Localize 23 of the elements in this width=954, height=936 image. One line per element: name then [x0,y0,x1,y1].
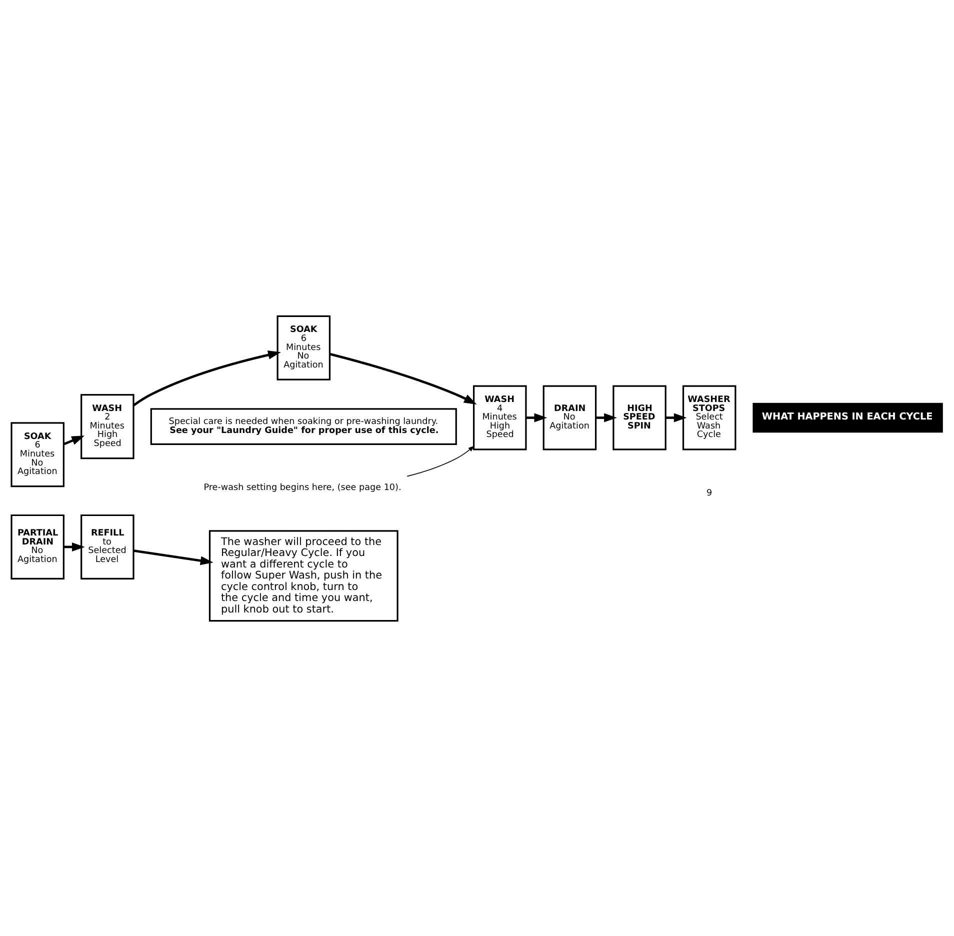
node-box: WHAT HAPPENS IN EACH CYCLE [752,402,943,432]
node-box: WASH 2 Minutes High Speed [80,394,134,459]
node-box: The washer will proceed to the Regular/Heavy Cycle. If you want a different cycle to follow Super Wash, push in the cycle control knob, turn to the cycle and time you want, pull knob out to start. [208,530,398,622]
arrow [132,350,281,406]
arrow [330,352,477,404]
node-box: Special care is needed when soaking or pre-washing laundry. See your "Laundry Guide" for proper use of this cycle. [150,408,457,445]
node-box: SOAK 6 Minutes No Agitation [10,422,64,487]
node-box: HIGH SPEED SPIN [612,384,666,450]
label: 9 [706,488,712,498]
arrow [63,435,85,445]
node-box: SOAK 6 Minutes No Agitation [276,314,331,380]
node-box: REFILL to Selected Level [80,514,134,579]
node-box: WASHER STOPS Select Wash Cycle [682,384,736,450]
node-box: DRAIN No Agitation [542,384,597,450]
arrow [406,445,475,476]
node-text: Pre-wash setting begins here, (see page 10). [204,482,402,492]
arrow [596,412,617,422]
arrow [526,412,548,422]
node-box: WASH 4 Minutes High Speed [472,384,527,450]
node-box: PARTIAL DRAIN No Agitation [10,514,64,579]
arrow [64,542,85,551]
arrow [666,412,687,422]
arrow [133,549,214,565]
